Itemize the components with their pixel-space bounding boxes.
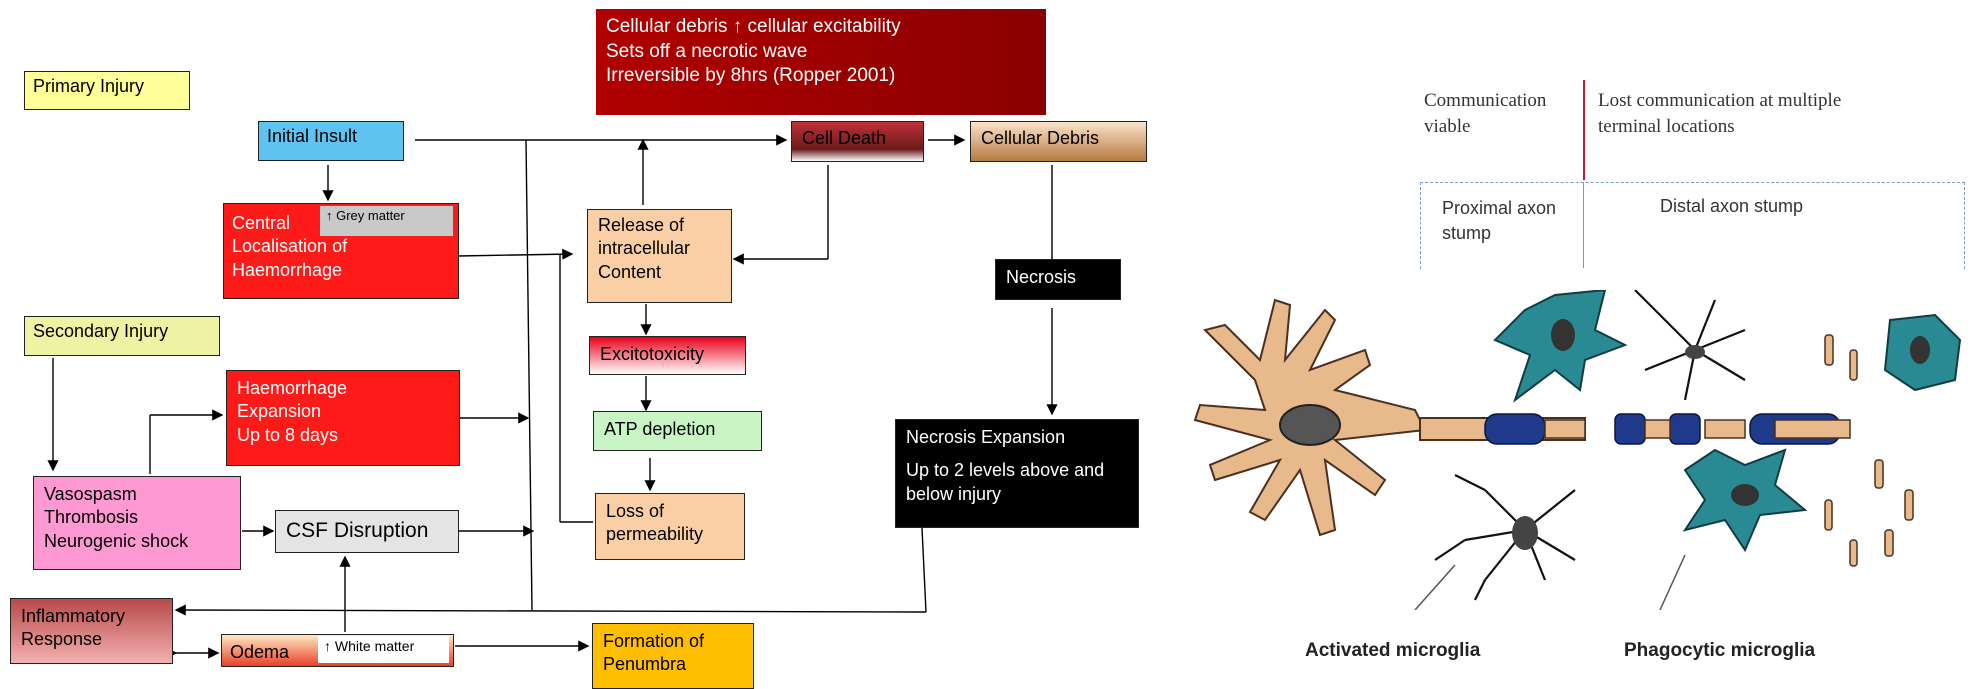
penumbra-line-1: Formation of xyxy=(603,630,743,653)
cellular-debris-box: Cellular Debris xyxy=(970,121,1147,162)
banner-line-2: Sets off a necrotic wave xyxy=(606,40,1036,65)
comm-viable-line-2: viable xyxy=(1424,114,1546,140)
activated-microglia-label: Activated microglia xyxy=(1305,640,1480,662)
haemorrhage-expansion-box: Haemorrhage Expansion Up to 8 days xyxy=(226,370,460,466)
excitotoxicity-box: Excitotoxicity xyxy=(589,336,746,375)
csf-disruption-box: CSF Disruption xyxy=(275,510,459,553)
loss-permeability-box: Loss of permeability xyxy=(595,493,745,560)
neuron-illustration xyxy=(1185,290,1970,610)
white-matter-tag: ↑ White matter xyxy=(318,636,449,663)
necrotic-wave-banner: Cellular debris ↑ cellular excitability … xyxy=(596,9,1046,115)
vasospasm-box: Vasospasm Thrombosis Neurogenic shock xyxy=(33,476,241,570)
expansion-line-1: Haemorrhage xyxy=(237,377,449,400)
vasospasm-line-3: Neurogenic shock xyxy=(44,530,230,553)
vasospasm-line-1: Vasospasm xyxy=(44,483,230,506)
inflammatory-response-box: Inflammatory Response xyxy=(10,598,173,664)
comm-viable-label: Communication viable xyxy=(1424,88,1546,139)
atp-depletion-box: ATP depletion xyxy=(593,411,762,451)
necrosis-expansion-title: Necrosis Expansion xyxy=(906,426,1128,449)
secondary-injury-box: Secondary Injury xyxy=(24,316,220,356)
grey-matter-tag: ↑ Grey matter xyxy=(320,206,453,236)
distal-stump-label: Distal axon stump xyxy=(1660,196,1803,217)
comm-lost-line-2: terminal locations xyxy=(1598,114,1841,140)
inflammatory-line-2: Response xyxy=(21,628,162,651)
loss-line-1: Loss of xyxy=(606,500,734,523)
initial-insult-box: Initial Insult xyxy=(258,121,404,161)
comm-lost-label: Lost communication at multiple terminal … xyxy=(1598,88,1841,139)
inflammatory-line-1: Inflammatory xyxy=(21,605,162,628)
proximal-stump-label: Proximal axon stump xyxy=(1442,196,1556,246)
necrosis-box: Necrosis xyxy=(995,259,1121,300)
necrosis-expansion-box: Necrosis Expansion Up to 2 levels above … xyxy=(895,419,1139,528)
comm-lost-line-1: Lost communication at multiple xyxy=(1598,88,1841,114)
expansion-line-3: Up to 8 days xyxy=(237,424,449,447)
odema-text: Odema xyxy=(230,642,289,662)
release-content-box: Release of intracellular Content xyxy=(587,209,732,303)
red-divider xyxy=(1583,80,1585,180)
stump-divider xyxy=(1583,182,1584,268)
primary-injury-box: Primary Injury xyxy=(24,71,190,110)
formation-penumbra-box: Formation of Penumbra xyxy=(592,623,754,689)
axon-communication-table: Communication viable Lost communication … xyxy=(1420,80,1965,270)
loss-line-2: permeability xyxy=(606,523,734,546)
release-line-2: intracellular xyxy=(598,237,721,260)
vasospasm-line-2: Thrombosis xyxy=(44,506,230,529)
banner-line-3: Irreversible by 8hrs (Ropper 2001) xyxy=(606,64,1036,89)
penumbra-line-2: Penumbra xyxy=(603,653,743,676)
release-line-1: Release of xyxy=(598,214,721,237)
banner-line-1: Cellular debris ↑ cellular excitability xyxy=(606,15,1036,40)
cell-death-box: Cell Death xyxy=(791,121,924,162)
proximal-line-2: stump xyxy=(1442,221,1556,246)
phagocytic-microglia-label: Phagocytic microglia xyxy=(1624,640,1815,662)
comm-viable-line-1: Communication xyxy=(1424,88,1546,114)
release-line-3: Content xyxy=(598,261,721,284)
neuron-nucleus xyxy=(1280,405,1340,445)
necrosis-levels-text: Up to 2 levels above and below injury xyxy=(906,459,1128,506)
expansion-line-2: Expansion xyxy=(237,400,449,423)
proximal-line-1: Proximal axon xyxy=(1442,196,1556,221)
